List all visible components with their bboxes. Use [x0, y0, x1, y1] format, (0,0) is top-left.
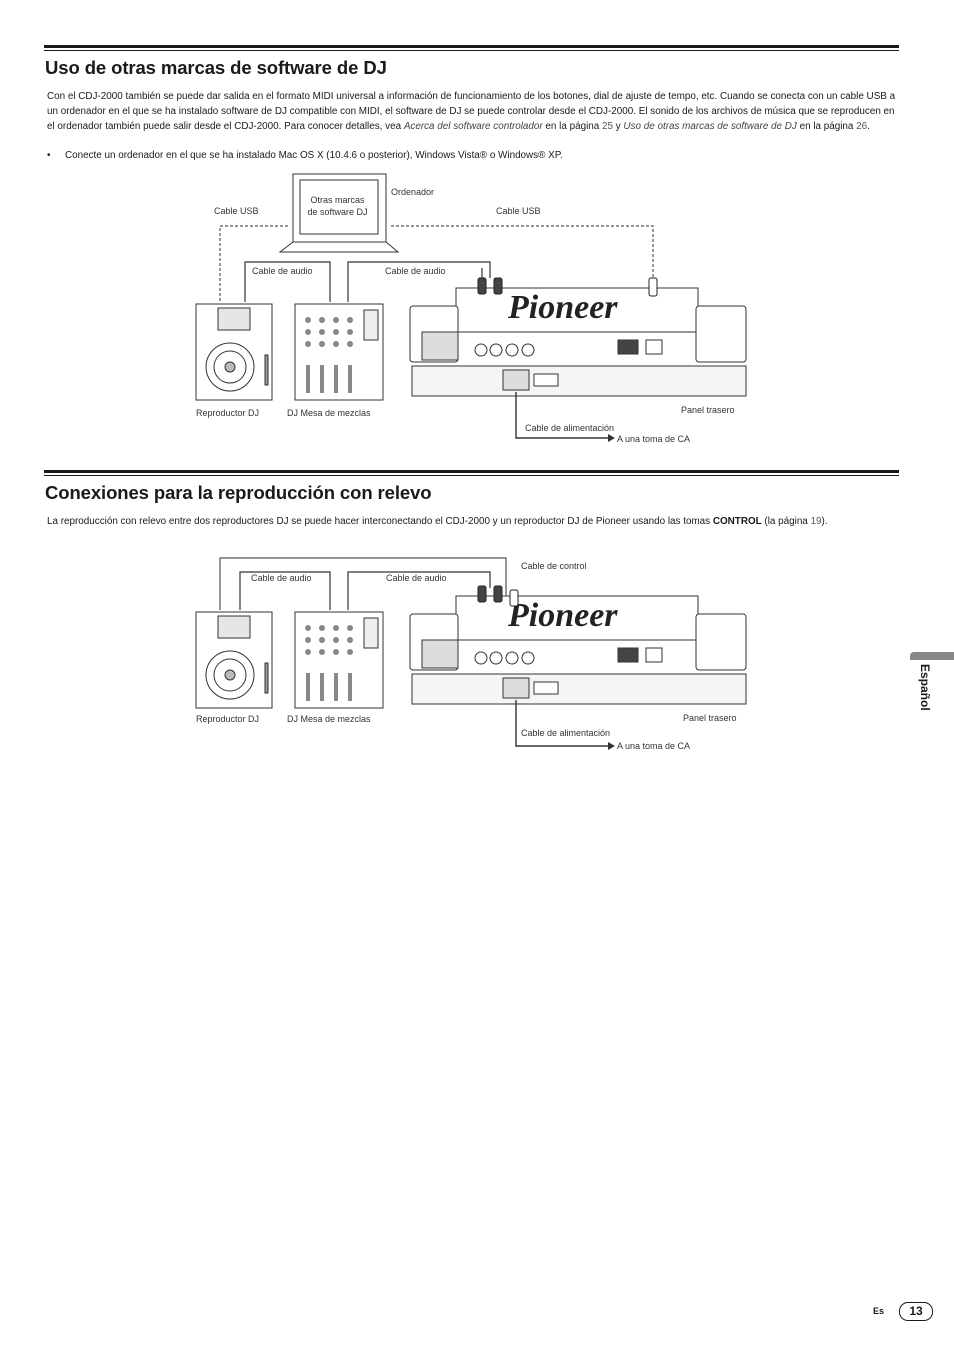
cdj-rear-panel-drawing: [409, 287, 747, 397]
page-link[interactable]: 26: [856, 121, 868, 132]
bullet-item: •Conecte un ordenador en el que se ha in…: [47, 150, 563, 161]
dj-mixer-label: DJ Mesa de mezclas: [287, 714, 371, 724]
page-number: 13: [899, 1302, 933, 1321]
rear-panel-label: Panel trasero: [683, 713, 737, 723]
control-cable-label: Cable de control: [521, 561, 587, 571]
page-link[interactable]: 25: [602, 121, 613, 132]
usb-cable-label: Cable USB: [496, 206, 541, 216]
section-rule: [44, 470, 899, 476]
dj-player-label: Reproductor DJ: [196, 408, 260, 418]
usb-cable-label: Cable USB: [214, 206, 259, 216]
rear-panel-label: Panel trasero: [681, 405, 735, 415]
relay-diagram: Pioneer: [195, 557, 747, 750]
dj-player-label: Reproductor DJ: [196, 714, 260, 724]
audio-cable-label: Cable de audio: [252, 266, 313, 276]
cdj-rear-panel-drawing: [409, 595, 747, 705]
computer-label: Ordenador: [391, 187, 435, 197]
relay-paragraph: La reproducción con relevo entre dos rep…: [47, 516, 828, 527]
dj-mixer-drawing: [294, 303, 384, 401]
dj-player-drawing: [195, 611, 273, 709]
section-rule: [44, 45, 899, 51]
section-title: Uso de otras marcas de software de DJ: [45, 57, 387, 78]
page-link[interactable]: 19: [810, 516, 822, 527]
audio-cable-label: Cable de audio: [385, 266, 446, 276]
language-tab: Español: [910, 652, 954, 734]
brand-logo: Pioneer: [507, 289, 618, 326]
ac-outlet-label: A una toma de CA: [617, 741, 691, 751]
audio-cable-label: Cable de audio: [251, 573, 312, 583]
cross-reference[interactable]: Acerca del software controlador: [403, 121, 543, 132]
audio-cable-label: Cable de audio: [386, 573, 447, 583]
power-cable-label: Cable de alimentación: [525, 423, 615, 433]
section-title: Conexiones para la reproducción con rele…: [45, 482, 432, 503]
brand-logo: Pioneer: [507, 597, 618, 634]
cross-reference[interactable]: Uso de otras marcas de software de DJ: [623, 121, 797, 132]
dj-mixer-label: DJ Mesa de mezclas: [287, 408, 371, 418]
laptop-computer: [278, 173, 400, 253]
connection-diagram: Pioneer: [195, 173, 747, 442]
ac-outlet-label: A una toma de CA: [617, 434, 691, 444]
dj-player-drawing: [195, 303, 273, 401]
dj-mixer-drawing: [294, 611, 384, 709]
footer-language: Es: [873, 1306, 885, 1316]
power-cable-label: Cable de alimentación: [521, 728, 611, 738]
intro-paragraph: Con el CDJ-2000 también se puede dar sal…: [47, 91, 896, 132]
